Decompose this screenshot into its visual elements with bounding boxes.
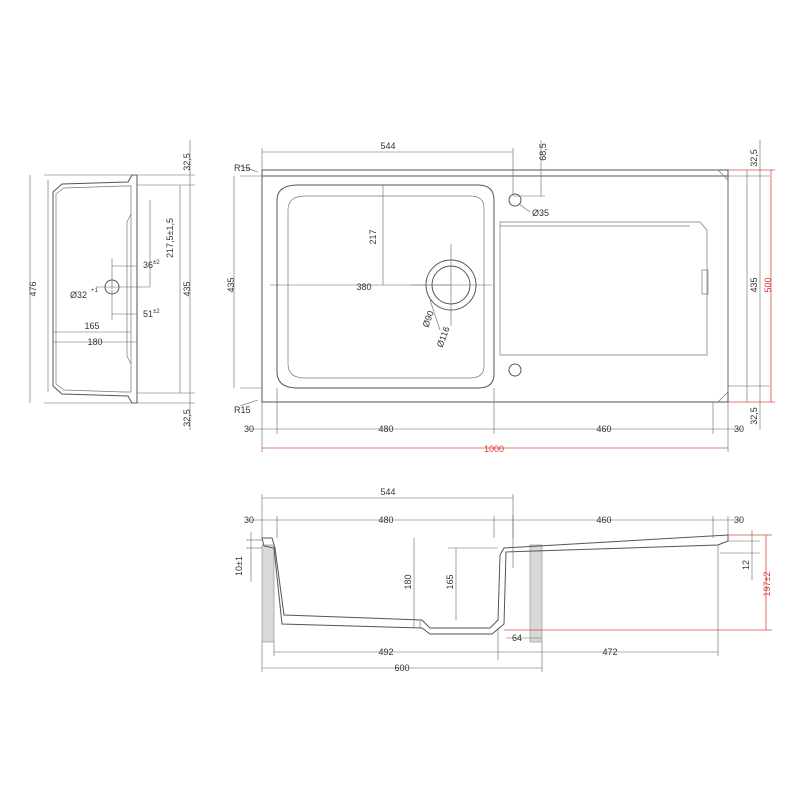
- section-depth-180: 180: [403, 574, 413, 589]
- side-tap-y: 51: [143, 309, 153, 319]
- cabinet-right-wall: [529, 544, 543, 643]
- top-rim-top: 32,5: [749, 149, 759, 167]
- top-bowl-inner: 480: [378, 424, 393, 434]
- top-rim-bottom: 32,5: [749, 407, 759, 425]
- section-gap-64: 64: [512, 633, 522, 643]
- cabinet-left-wall: [261, 544, 275, 643]
- side-rim-bottom: 32,5: [182, 409, 192, 427]
- top-drain-y: 217: [368, 229, 378, 244]
- top-drain-x: 380: [356, 282, 371, 292]
- top-radius-top: R15: [234, 163, 251, 173]
- top-margin-left: 30: [244, 424, 254, 434]
- top-drain-inner: Ø90: [421, 309, 436, 328]
- side-dim-180: 180: [87, 337, 102, 347]
- top-view: 544 68,5 Ø35 R15 R15 217 380 435 435 500…: [226, 140, 775, 454]
- side-height-inner: 435: [182, 281, 192, 296]
- section-cabinet-472: 472: [602, 647, 617, 657]
- top-radius-bottom: R15: [234, 405, 251, 415]
- section-margin-right: 30: [734, 515, 744, 525]
- top-tap-offset: 68,5: [538, 143, 548, 161]
- side-dim-165: 165: [84, 321, 99, 331]
- top-margin-right: 30: [734, 424, 744, 434]
- side-tap-x-tol: ±2: [153, 260, 160, 266]
- section-profile: [261, 534, 729, 635]
- top-tap-hole: Ø35: [532, 208, 549, 218]
- side-drain-offset: 217,5±1,5: [165, 218, 175, 258]
- section-drainer-depth: 12: [741, 560, 751, 570]
- section-depth-165: 165: [445, 574, 455, 589]
- side-height-total: 476: [28, 281, 38, 296]
- section-bowl-width: 544: [380, 487, 395, 497]
- side-tap-y-tol: ±2: [153, 309, 160, 315]
- section-drainer-width: 460: [596, 515, 611, 525]
- top-height-right: 435: [749, 277, 759, 292]
- section-bowl-inner: 480: [378, 515, 393, 525]
- side-tap-tol: +1: [91, 288, 99, 294]
- bowl-outer: [276, 184, 495, 389]
- drainer: [499, 221, 708, 356]
- section-cabinet-600: 600: [394, 663, 409, 673]
- top-drain-outer: Ø116: [435, 325, 452, 348]
- side-view: 476 32,5 435 32,5 217,5±1,5 Ø32 +1 36 ±2…: [28, 140, 195, 430]
- section-view: 544 30 480 460 30 10±1 180 165 12 197±2 …: [234, 487, 772, 673]
- top-height-total: 500: [763, 277, 773, 292]
- top-height-left: 435: [226, 277, 236, 292]
- side-tap-x: 36: [143, 260, 153, 270]
- tap-hole: [508, 193, 522, 207]
- side-tap-diameter: Ø32: [70, 290, 87, 300]
- top-total-width: 1000: [484, 444, 504, 454]
- top-outline: [261, 169, 729, 403]
- side-rim-top: 32,5: [182, 153, 192, 171]
- section-rim-thickness: 10±1: [234, 556, 244, 576]
- section-total-height: 197±2: [762, 572, 772, 597]
- top-bowl-width: 544: [380, 141, 395, 151]
- overflow-hole: [508, 363, 522, 377]
- section-margin-left: 30: [244, 515, 254, 525]
- top-drainer-width: 460: [596, 424, 611, 434]
- section-cabinet-492: 492: [378, 647, 393, 657]
